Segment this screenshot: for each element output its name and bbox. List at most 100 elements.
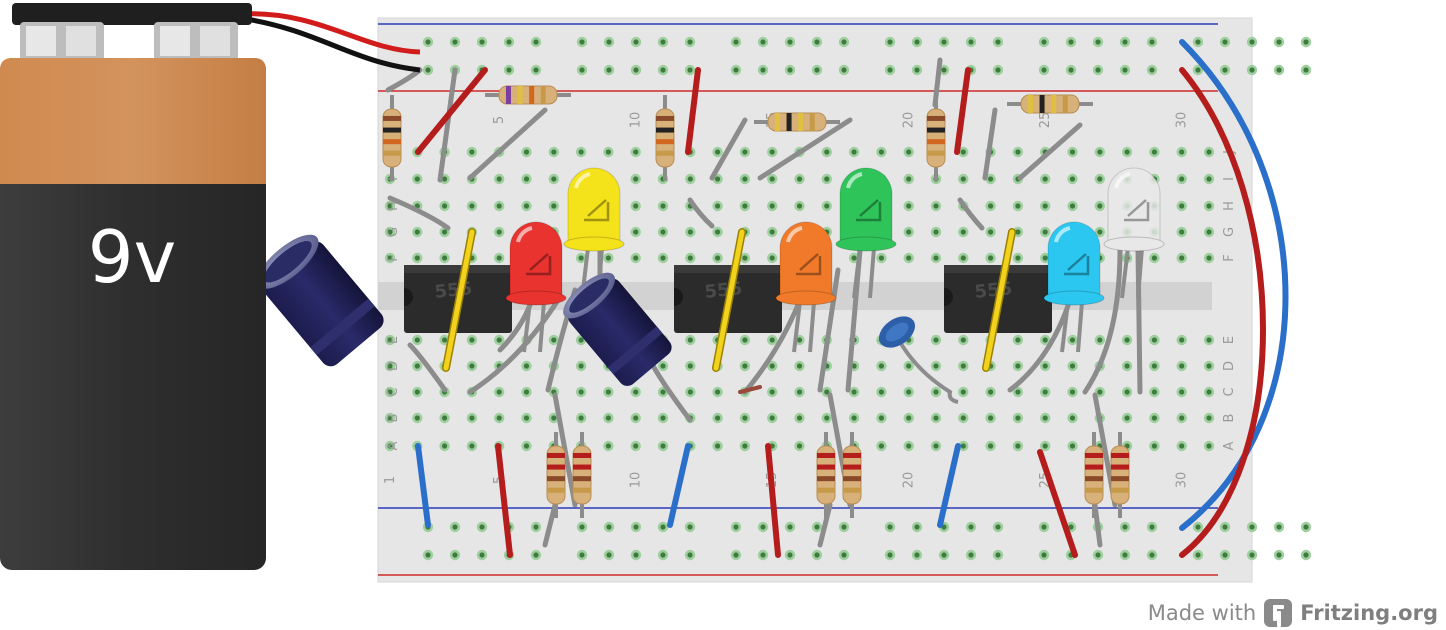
rail-hole xyxy=(1273,64,1285,76)
hole xyxy=(657,252,669,264)
hole xyxy=(958,146,969,158)
rail-hole xyxy=(1219,64,1231,76)
column-number: 30 xyxy=(1175,112,1190,129)
hole xyxy=(739,200,751,212)
hole xyxy=(985,226,996,238)
hole xyxy=(848,386,860,398)
rail-hole xyxy=(884,521,896,533)
hole xyxy=(521,173,532,185)
rail-hole xyxy=(1119,64,1131,76)
hole xyxy=(794,173,805,185)
rail-hole xyxy=(757,36,769,48)
hole xyxy=(712,412,723,424)
hole xyxy=(603,386,614,398)
rail-hole xyxy=(884,64,896,76)
hole xyxy=(657,226,669,238)
hole xyxy=(1203,200,1215,212)
rail-hole xyxy=(965,549,977,561)
electrolytic-capacitor-1 xyxy=(257,234,384,367)
rail-hole xyxy=(603,549,615,561)
resistor xyxy=(1007,94,1093,114)
rail-hole xyxy=(576,36,588,48)
hole xyxy=(1203,226,1215,238)
hole xyxy=(384,440,396,452)
hole xyxy=(1040,360,1051,372)
hole xyxy=(521,440,532,452)
hole xyxy=(603,440,614,452)
hole xyxy=(1176,360,1187,372)
hole xyxy=(739,252,751,264)
hole xyxy=(603,252,614,264)
rail-hole xyxy=(503,64,515,76)
rail-hole xyxy=(1038,36,1050,48)
resistor xyxy=(382,95,402,181)
hole xyxy=(657,200,669,212)
hole xyxy=(1149,334,1160,346)
rail-hole xyxy=(965,36,977,48)
chip-1-label: 555 xyxy=(434,278,474,303)
hole xyxy=(384,412,396,424)
hole xyxy=(958,252,969,264)
resistor xyxy=(842,432,862,518)
hole xyxy=(494,200,505,212)
hole xyxy=(958,412,969,424)
hole xyxy=(685,360,696,372)
rail-hole xyxy=(684,521,696,533)
hole xyxy=(1203,334,1215,346)
rail-hole xyxy=(811,64,823,76)
hole xyxy=(903,360,914,372)
rail-hole xyxy=(603,521,615,533)
hole xyxy=(1012,334,1024,346)
rail-hole xyxy=(1219,521,1231,533)
hole xyxy=(739,146,751,158)
hole xyxy=(1149,252,1160,264)
column-number: 25 xyxy=(1038,112,1053,129)
resistor xyxy=(754,112,840,132)
rail-hole xyxy=(630,521,642,533)
hole xyxy=(384,252,396,264)
hole xyxy=(712,440,723,452)
hole xyxy=(821,146,832,158)
hole xyxy=(903,226,914,238)
hole xyxy=(439,200,450,212)
hole xyxy=(712,146,723,158)
hole xyxy=(630,386,641,398)
rail-hole xyxy=(1146,521,1158,533)
hole xyxy=(767,252,778,264)
row-letter: E xyxy=(1222,336,1237,344)
rail-hole xyxy=(992,549,1004,561)
hole xyxy=(712,200,723,212)
rail-hole xyxy=(1300,549,1312,561)
hole xyxy=(1094,173,1106,185)
hole xyxy=(412,412,423,424)
rail-hole xyxy=(530,36,542,48)
row-letter: B xyxy=(1222,414,1237,423)
hole xyxy=(712,226,723,238)
hole xyxy=(1176,252,1187,264)
hole xyxy=(930,412,942,424)
rail-hole xyxy=(838,549,850,561)
hole xyxy=(712,252,723,264)
rail-hole xyxy=(530,64,542,76)
rail-hole xyxy=(1192,64,1204,76)
hole xyxy=(1149,440,1160,452)
hole xyxy=(985,252,996,264)
yellow-jumper-wires xyxy=(442,228,1016,372)
rail-hole xyxy=(911,521,923,533)
rail-hole xyxy=(811,521,823,533)
hole xyxy=(930,200,942,212)
hole xyxy=(1203,146,1215,158)
resistor xyxy=(1110,432,1130,518)
resistor xyxy=(816,432,836,518)
hole xyxy=(657,412,669,424)
hole xyxy=(1176,226,1187,238)
hole xyxy=(1176,386,1187,398)
rail-hole xyxy=(992,64,1004,76)
column-number: 1 xyxy=(383,476,398,484)
hole xyxy=(1203,252,1215,264)
hole xyxy=(739,334,751,346)
column-number: 20 xyxy=(902,472,917,489)
rail-hole xyxy=(757,521,769,533)
hole xyxy=(1121,412,1133,424)
rail-hole xyxy=(422,549,434,561)
